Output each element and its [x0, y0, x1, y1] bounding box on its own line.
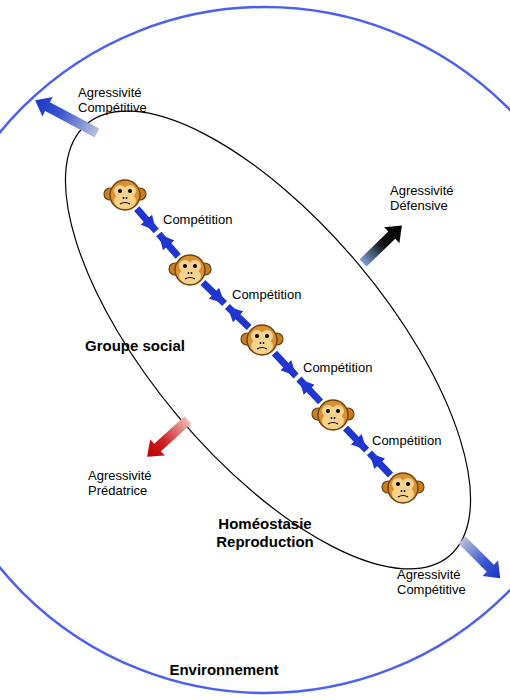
social-group-ellipse: Groupe socialHoméostasie Reproduction — [60, 105, 480, 575]
node-title: Environnement — [124, 661, 324, 679]
aggression-label: Agressivité Compétitive — [397, 567, 482, 597]
competition-label: Compétition — [232, 287, 322, 302]
aggression-label: Agressivité Défensive — [390, 183, 475, 213]
node-title: Groupe social — [65, 337, 205, 355]
competition-label: Compétition — [303, 360, 393, 375]
competition-label: Compétition — [372, 433, 462, 448]
competition-label: Compétition — [163, 212, 253, 227]
environment-outline — [0, 7, 510, 693]
group-outline — [0, 48, 510, 632]
aggression-label: Agressivité Compétitive — [78, 85, 163, 115]
aggression-label: Agressivité Prédatrice — [88, 468, 173, 498]
node-title: Homéostasie Reproduction — [205, 515, 325, 551]
